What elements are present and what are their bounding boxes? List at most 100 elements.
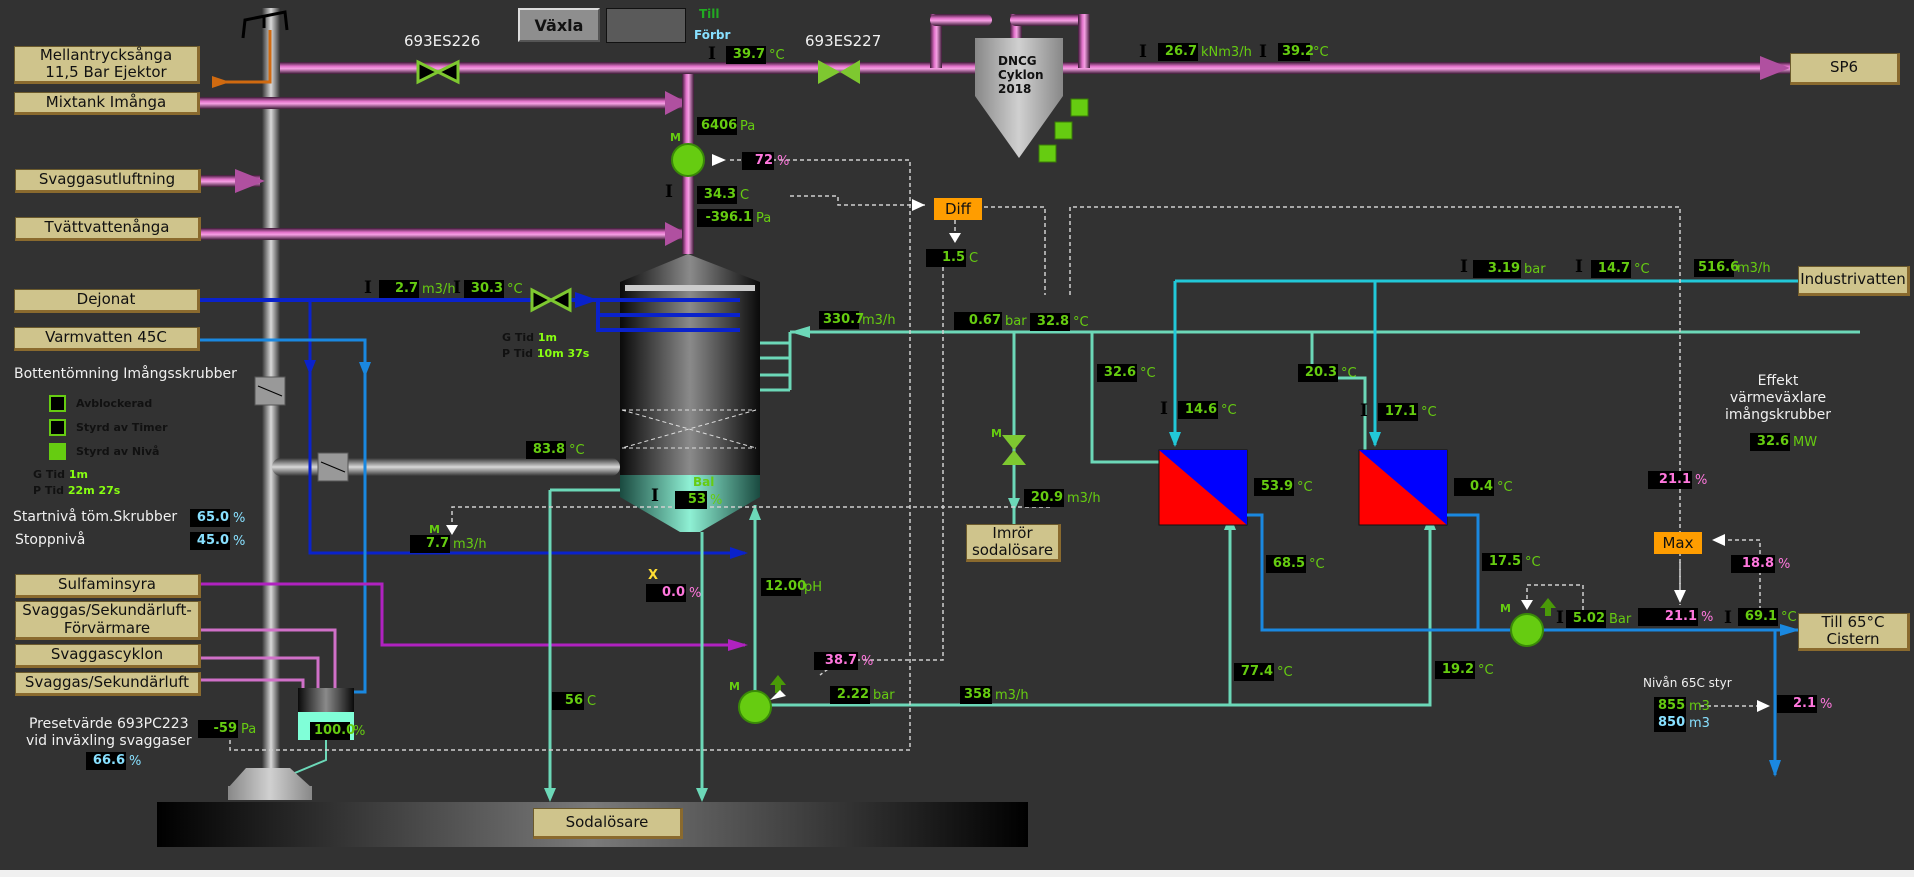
motor-label: M <box>670 131 681 144</box>
source-sulfaminsyra[interactable]: Sulfaminsyra <box>15 574 201 598</box>
trend-icon[interactable]: I <box>1460 257 1468 277</box>
trend-icon[interactable]: I <box>665 182 673 202</box>
source-dejonat[interactable]: Dejonat <box>14 289 200 313</box>
fan-motor-icon <box>671 143 705 177</box>
valve-693ES227-label: 693ES227 <box>805 32 882 50</box>
valve-soda-icon <box>1002 435 1026 465</box>
source-tvattvattenanga[interactable]: Tvättvattenånga <box>15 217 201 241</box>
sulfaminsyra-line <box>200 582 745 647</box>
signal-lines <box>229 159 1770 751</box>
source-svaggasutluftning[interactable]: Svaggasutluftning <box>15 169 201 193</box>
x-label: X <box>648 568 659 583</box>
hot-water-pump-icon <box>1510 613 1544 647</box>
preset-value[interactable]: 66.6% <box>86 752 141 770</box>
tvattvatten-line <box>200 228 688 240</box>
value-hx1-in-temp: 32.6°C <box>1097 364 1156 382</box>
ejector-pipe <box>218 30 272 84</box>
value-out-temp: 69.1°C <box>1738 608 1797 626</box>
source-svaggascyklon[interactable]: Svaggascyklon <box>15 644 201 668</box>
valve-dejonat-icon <box>530 287 572 313</box>
trend-icon[interactable]: I <box>453 278 461 298</box>
value-max-out[interactable]: 21.1% <box>1638 608 1713 626</box>
trend-icon[interactable]: I <box>1139 42 1147 62</box>
trend-icon[interactable]: I <box>1724 608 1732 628</box>
start-level-value[interactable]: 65.0% <box>190 509 245 527</box>
gas-mixer <box>298 688 354 712</box>
legend-styrd-timer: Styrd av Timer <box>49 419 168 436</box>
status-indicator <box>49 395 66 412</box>
trend-icon[interactable]: I <box>364 278 372 298</box>
status-indicator <box>49 443 66 460</box>
destination-imror-sodalosare[interactable]: Imrör sodalösare <box>966 524 1061 562</box>
dejonat-p-tid: P Tid 10m 37s <box>502 347 590 360</box>
source-mixtank-imanga[interactable]: Mixtank Imånga <box>14 92 200 115</box>
trend-icon[interactable]: I <box>1160 399 1168 419</box>
value-fan-output[interactable]: 72% <box>742 152 789 170</box>
value-sp6-temp: 39.2°C <box>1278 43 1329 61</box>
drain-p-tid: P Tid 22m 27s <box>33 484 121 497</box>
value-hx2-return: 19.2°C <box>1435 661 1494 679</box>
value-hx2-in-temp: 20.3°C <box>1298 364 1357 382</box>
value-x-output[interactable]: 0.0% <box>646 584 701 602</box>
motor-label: M <box>991 427 1002 440</box>
start-level-label: Startnivå töm.Skrubber <box>13 509 178 525</box>
diff-block[interactable]: Diff <box>934 198 982 220</box>
stack-base <box>228 768 312 788</box>
source-varmvatten[interactable]: Varmvatten 45C <box>14 327 200 351</box>
nivan-output: 2.1% <box>1777 695 1832 713</box>
trend-icon[interactable]: I <box>651 486 659 506</box>
value-top-temp: 39.7°C <box>726 46 785 64</box>
destination-sp6[interactable]: SP6 <box>1790 53 1900 85</box>
value-hx1-cold-in: 14.6°C <box>1178 401 1237 419</box>
trend-icon[interactable]: I <box>1259 42 1267 62</box>
industrivatten-line <box>1173 279 1800 445</box>
chimney-hood <box>241 10 289 39</box>
trend-icon[interactable]: I <box>1575 257 1583 277</box>
source-mellantrycksanga[interactable]: Mellantrycksånga 11,5 Bar Ejektor <box>14 46 200 84</box>
source-svaggas-forvarmare[interactable]: Svaggas/Sekundärluft- Förvärmare <box>15 601 201 640</box>
cyclone-label: DNCG Cyklon 2018 <box>998 54 1044 96</box>
nivan-label: Nivån 65C styr <box>1643 676 1732 690</box>
trend-icon[interactable]: I <box>708 44 716 64</box>
motor-label: M <box>729 680 740 693</box>
valve-693ES227-icon <box>818 60 860 84</box>
trend-icon[interactable]: I <box>1556 608 1564 628</box>
drain-g-tid: G Tid 1m <box>33 468 88 481</box>
destination-sodalosare[interactable]: Sodalösare <box>533 808 683 839</box>
svaggas-lines <box>200 628 337 690</box>
trend-icon[interactable]: I <box>1360 401 1368 421</box>
value-hx2-hot-out: 17.5°C <box>1482 553 1541 571</box>
value-pump-output[interactable]: 38.7% <box>814 652 873 670</box>
destination-industrivatten[interactable]: Industrivatten <box>1798 266 1910 296</box>
destination-till-cistern[interactable]: Till 65°C Cistern <box>1798 613 1910 651</box>
circulation-return <box>753 505 1432 707</box>
circulation-pump-icon <box>738 690 772 724</box>
stop-level-value[interactable]: 45.0% <box>190 532 245 550</box>
motor-label: M <box>1500 602 1511 615</box>
switch-status-box <box>606 8 686 43</box>
value-sump-level: 53% <box>675 491 722 509</box>
bal-label: Bal <box>693 475 715 489</box>
value-hx1-out: 53.9°C <box>1254 478 1313 496</box>
value-max-in-1: 21.1% <box>1648 471 1707 489</box>
stop-level-label: Stoppnivå <box>15 532 86 548</box>
value-circ-temp: 32.8°C <box>1030 313 1089 331</box>
switch-button[interactable]: Växla <box>518 8 600 42</box>
source-svaggas-sekundarluft[interactable]: Svaggas/Sekundärluft <box>15 672 201 696</box>
max-block[interactable]: Max <box>1654 532 1702 554</box>
